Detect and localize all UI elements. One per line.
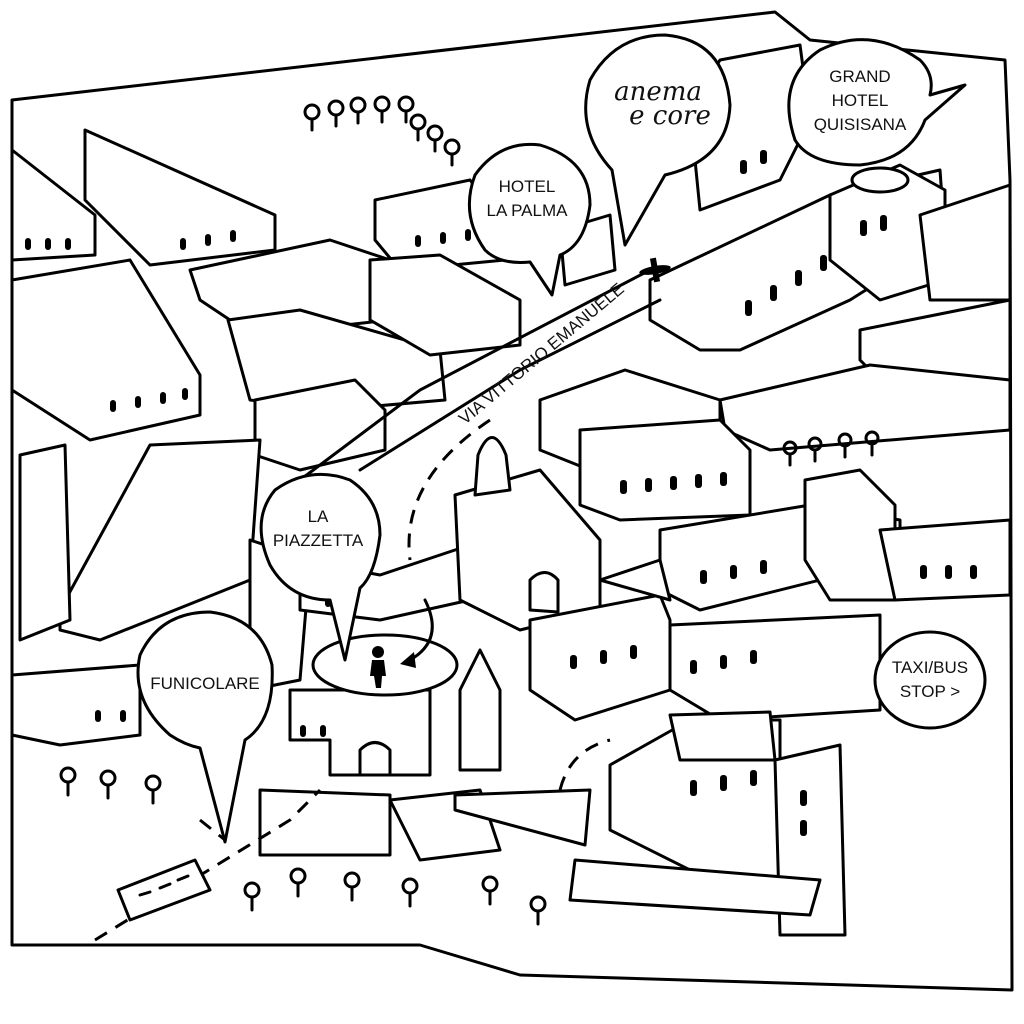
bubble-hotel-la-palma[interactable]: HOTEL LA PALMA (467, 142, 592, 297)
svg-text:TAXI/BUS: TAXI/BUS (892, 658, 968, 677)
svg-text:QUISISANA: QUISISANA (814, 115, 907, 134)
bubble-anema-e-core[interactable]: anema e core (584, 33, 732, 247)
svg-text:HOTEL: HOTEL (832, 91, 889, 110)
airplane-icon (639, 257, 671, 283)
svg-text:STOP >: STOP > (900, 682, 960, 701)
svg-text:GRAND: GRAND (829, 67, 890, 86)
bubble-la-piazzetta[interactable]: LA PIAZZETTA (259, 472, 382, 662)
buildings (10, 43, 1012, 937)
street-edge (298, 268, 662, 482)
svg-text:e core: e core (629, 101, 711, 131)
funicular-car-icon (116, 858, 212, 922)
svg-text:LA: LA (308, 507, 329, 526)
person-icon (370, 646, 386, 688)
svg-text:anema: anema (614, 77, 702, 107)
bubble-grand-hotel-quisisana[interactable]: GRAND HOTEL QUISISANA (787, 38, 967, 167)
svg-text:PIAZZETTA: PIAZZETTA (273, 531, 364, 550)
bubble-funicolare[interactable]: FUNICOLARE (136, 610, 274, 844)
walking-path (407, 418, 491, 561)
svg-text:HOTEL: HOTEL (499, 177, 556, 196)
bubble-taxi-bus-stop[interactable]: TAXI/BUS STOP > (873, 630, 987, 730)
windows (25, 150, 977, 836)
piazzetta-square (311, 633, 459, 697)
svg-text:FUNICOLARE: FUNICOLARE (150, 674, 260, 693)
arrow-to-piazzetta (408, 598, 434, 662)
svg-text:LA PALMA: LA PALMA (487, 201, 569, 220)
trees (59, 95, 880, 926)
